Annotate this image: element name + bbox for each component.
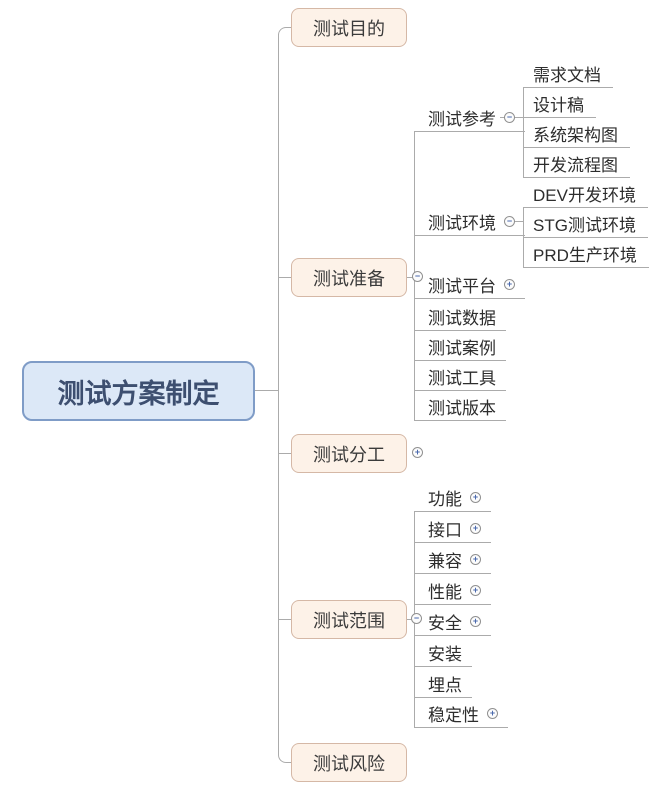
subtopic-security[interactable]: 安全 +	[414, 607, 491, 636]
connector-reference-trunk	[523, 87, 524, 177]
subtopic-installation[interactable]: 安装	[414, 638, 472, 667]
connector-branch-assignment	[278, 453, 291, 454]
leaf-requirements-doc[interactable]: 需求文档	[523, 59, 613, 88]
collapse-handle-icon[interactable]: −	[504, 215, 515, 227]
subtopic-label: 接口	[428, 520, 462, 540]
topic-test-assignment[interactable]: 测试分工	[291, 434, 407, 473]
subtopic-test-data[interactable]: 测试数据	[414, 302, 506, 331]
leaf-dev-environment[interactable]: DEV开发环境	[523, 179, 648, 208]
root-topic-label: 测试方案制定	[57, 378, 220, 409]
leaf-system-architecture[interactable]: 系统架构图	[523, 119, 630, 148]
expand-handle-icon[interactable]: +	[470, 553, 481, 565]
leaf-design-draft[interactable]: 设计稿	[523, 89, 596, 118]
leaf-label: STG测试环境	[533, 215, 636, 235]
connector-branch-scope	[278, 619, 291, 620]
subtopic-function[interactable]: 功能 +	[414, 483, 491, 512]
subtopic-label: 测试环境	[428, 213, 496, 233]
expand-handle-icon[interactable]: +	[470, 522, 481, 534]
topic-label: 测试准备	[313, 268, 385, 289]
subtopic-label: 测试案例	[428, 338, 496, 358]
connector-main-top-corner	[278, 27, 291, 36]
topic-test-risk[interactable]: 测试风险	[291, 743, 407, 782]
expand-handle-icon[interactable]: +	[412, 447, 423, 458]
topic-test-preparation[interactable]: 测试准备	[291, 258, 407, 297]
topic-label: 测试风险	[313, 753, 385, 774]
connector-root	[255, 390, 278, 391]
subtopic-interface[interactable]: 接口 +	[414, 514, 491, 543]
leaf-prd-environment[interactable]: PRD生产环境	[523, 239, 649, 268]
subtopic-label: 安全	[428, 613, 462, 633]
topic-test-scope[interactable]: 测试范围	[291, 600, 407, 639]
connector-scope-stub	[407, 619, 414, 620]
leaf-label: DEV开发环境	[533, 185, 636, 205]
subtopic-label: 兼容	[428, 551, 462, 571]
expand-handle-icon[interactable]: +	[470, 615, 481, 627]
subtopic-label: 安装	[428, 644, 462, 664]
collapse-handle-icon[interactable]: −	[411, 613, 422, 624]
subtopic-label: 稳定性	[428, 705, 479, 725]
topic-label: 测试范围	[313, 610, 385, 631]
subtopic-label: 性能	[428, 582, 462, 602]
subtopic-test-environment[interactable]: 测试环境 −	[414, 207, 525, 236]
subtopic-tracking[interactable]: 埋点	[414, 669, 472, 698]
subtopic-label: 测试工具	[428, 368, 496, 388]
subtopic-test-tools[interactable]: 测试工具	[414, 362, 506, 391]
leaf-label: PRD生产环境	[533, 245, 637, 265]
expand-handle-icon[interactable]: +	[470, 584, 481, 596]
subtopic-performance[interactable]: 性能 +	[414, 576, 491, 605]
collapse-handle-icon[interactable]: −	[412, 271, 423, 282]
leaf-dev-flowchart[interactable]: 开发流程图	[523, 149, 630, 178]
expand-handle-icon[interactable]: +	[487, 707, 498, 719]
connector-main-trunk	[278, 34, 279, 754]
leaf-label: 系统架构图	[533, 125, 618, 145]
subtopic-test-version[interactable]: 测试版本	[414, 392, 506, 421]
subtopic-label: 测试参考	[428, 109, 496, 129]
connector-preparation-stub	[407, 277, 414, 278]
leaf-label: 开发流程图	[533, 155, 618, 175]
collapse-handle-icon[interactable]: −	[504, 111, 515, 123]
subtopic-label: 测试数据	[428, 308, 496, 328]
topic-label: 测试目的	[313, 18, 385, 39]
expand-handle-icon[interactable]: +	[470, 491, 481, 503]
expand-handle-icon[interactable]: +	[504, 278, 515, 290]
topic-label: 测试分工	[313, 444, 385, 465]
connector-branch-preparation	[278, 277, 291, 278]
root-topic[interactable]: 测试方案制定	[22, 361, 255, 421]
connector-main-bottom-corner	[278, 754, 291, 763]
subtopic-stability[interactable]: 稳定性 +	[414, 699, 508, 728]
subtopic-label: 埋点	[428, 675, 462, 695]
subtopic-label: 测试版本	[428, 398, 496, 418]
subtopic-test-platform[interactable]: 测试平台 +	[414, 270, 525, 299]
subtopic-label: 功能	[428, 489, 462, 509]
leaf-label: 需求文档	[533, 65, 601, 85]
leaf-stg-environment[interactable]: STG测试环境	[523, 209, 648, 238]
subtopic-label: 测试平台	[428, 276, 496, 296]
subtopic-test-cases[interactable]: 测试案例	[414, 332, 506, 361]
topic-test-purpose[interactable]: 测试目的	[291, 8, 407, 47]
subtopic-test-reference[interactable]: 测试参考 −	[414, 103, 525, 132]
leaf-label: 设计稿	[533, 95, 584, 115]
subtopic-compatibility[interactable]: 兼容 +	[414, 545, 491, 574]
